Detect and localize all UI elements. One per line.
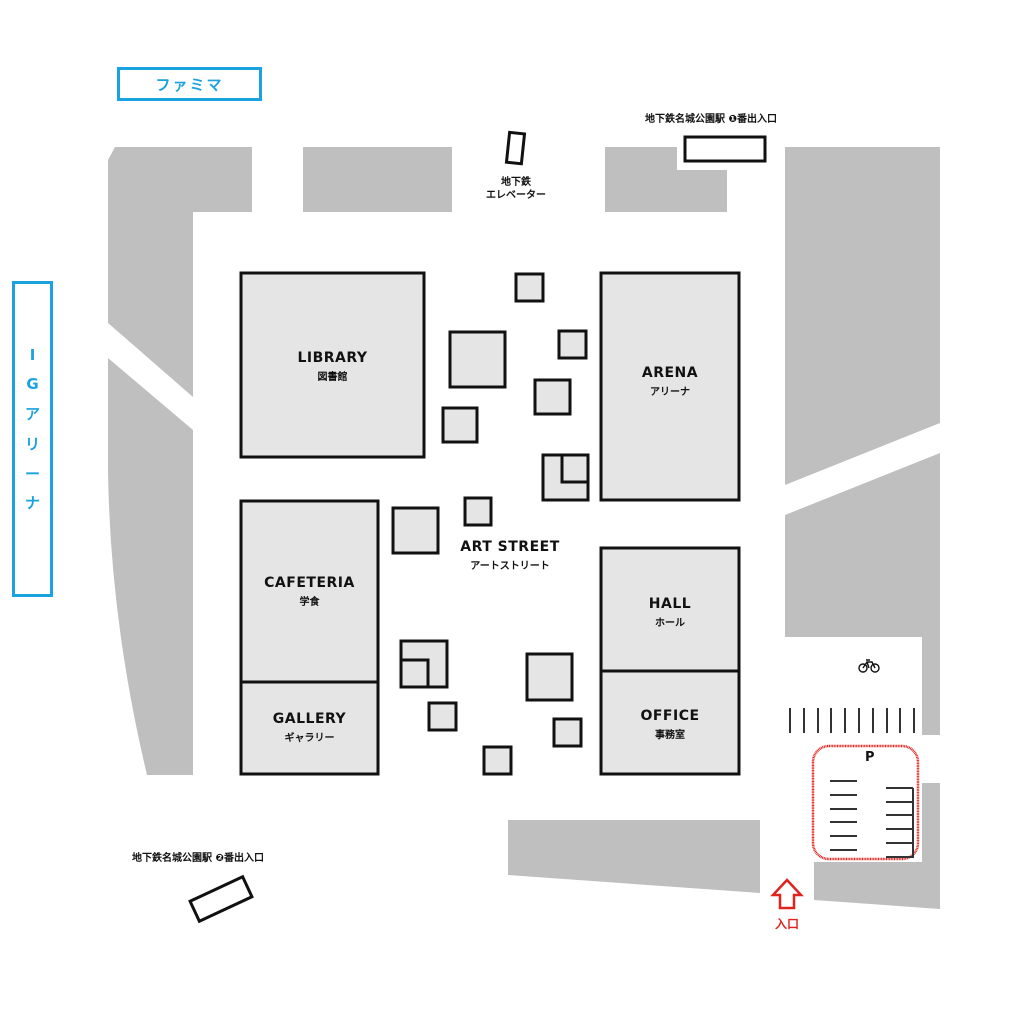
arena-label: ARENA アリーナ xyxy=(601,365,739,398)
cafeteria-label: CAFETERIA 学食 xyxy=(241,575,378,608)
gallery-name-jp: ギャラリー xyxy=(284,733,335,744)
building-arena[interactable] xyxy=(599,271,741,502)
library-name-jp: 図書館 xyxy=(317,372,348,383)
hall-label: HALL ホール xyxy=(601,596,739,629)
art-block xyxy=(399,658,430,689)
office-name-jp: 事務室 xyxy=(655,730,685,741)
car-parking-area[interactable] xyxy=(811,744,920,861)
ig-arena-char: ア xyxy=(24,405,40,424)
block-right-upper xyxy=(785,147,940,485)
art-block xyxy=(391,506,440,555)
ig-arena-char: I xyxy=(29,345,36,364)
art-street-label: ART STREET アートストリート xyxy=(440,539,580,572)
subway-elevator-line2: エレベーター xyxy=(486,190,546,201)
gallery-name-en: GALLERY xyxy=(272,711,347,727)
art-block xyxy=(448,330,507,389)
subway-exit2-marker xyxy=(188,874,254,924)
car-parking-lines xyxy=(830,780,914,858)
arena-name-en: ARENA xyxy=(641,365,699,381)
ig-arena-char: ー xyxy=(24,464,40,483)
block-top-center xyxy=(303,147,452,212)
art-block xyxy=(482,745,513,776)
surrounding-blocks xyxy=(108,147,940,909)
art-block xyxy=(525,652,574,702)
subway-exit2-label: 地下鉄名城公園駅 ❷番出入口 xyxy=(132,853,264,864)
parking-label: P xyxy=(865,750,875,765)
ig-arena-char: リ xyxy=(24,434,40,453)
art-street-name-jp: アートストリート xyxy=(470,561,550,572)
block-right-middle xyxy=(785,453,940,735)
arena-name-jp: アリーナ xyxy=(650,387,690,398)
hall-name-jp: ホール xyxy=(655,618,685,629)
art-block xyxy=(552,717,583,748)
bicycle-icon xyxy=(858,659,880,673)
block-top-right-center xyxy=(605,147,727,212)
hall-name-en: HALL xyxy=(648,596,692,612)
library-label: LIBRARY 図書館 xyxy=(241,350,424,383)
block-bottom-center xyxy=(508,820,760,893)
art-block xyxy=(427,701,458,732)
gallery-label: GALLERY ギャラリー xyxy=(241,711,378,744)
office-name-en: OFFICE xyxy=(640,708,700,724)
block-top-left xyxy=(108,147,252,397)
subway-elevator-marker xyxy=(504,130,527,166)
art-street-blocks xyxy=(391,272,590,776)
art-block xyxy=(533,378,572,416)
entrance-label: 入口 xyxy=(775,917,800,931)
ig-arena-landmark: I G ア リ ー ナ xyxy=(12,281,53,597)
art-block xyxy=(514,272,545,303)
buildings xyxy=(239,271,741,776)
art-block xyxy=(441,406,479,444)
art-block xyxy=(463,496,493,527)
ig-arena-char: ナ xyxy=(24,494,40,513)
cafeteria-name-en: CAFETERIA xyxy=(264,575,355,591)
block-right-lower xyxy=(814,783,940,909)
block-left-lower xyxy=(108,358,193,775)
building-library[interactable] xyxy=(239,271,426,459)
building-cafeteria[interactable] xyxy=(239,499,380,684)
art-block xyxy=(560,453,590,484)
familymart-landmark: ファミマ xyxy=(117,67,262,101)
cafeteria-name-jp: 学食 xyxy=(299,597,320,608)
library-name-en: LIBRARY xyxy=(297,350,368,366)
office-label: OFFICE 事務室 xyxy=(601,708,739,741)
bicycle-parking-lines xyxy=(789,708,915,733)
subway-exit1-label: 地下鉄名城公園駅 ❶番出入口 xyxy=(645,114,777,125)
familymart-label: ファミマ xyxy=(155,75,224,94)
art-street-name-en: ART STREET xyxy=(460,539,560,555)
subway-elevator-label: 地下鉄 エレベーター xyxy=(481,176,551,202)
ig-arena-char: G xyxy=(26,375,39,394)
art-block xyxy=(557,329,588,360)
building-office[interactable] xyxy=(599,669,741,776)
building-gallery[interactable] xyxy=(239,680,380,776)
subway-exit1-marker xyxy=(683,135,767,163)
arrow-up-icon xyxy=(770,878,804,910)
subway-elevator-line1: 地下鉄 xyxy=(501,177,531,188)
